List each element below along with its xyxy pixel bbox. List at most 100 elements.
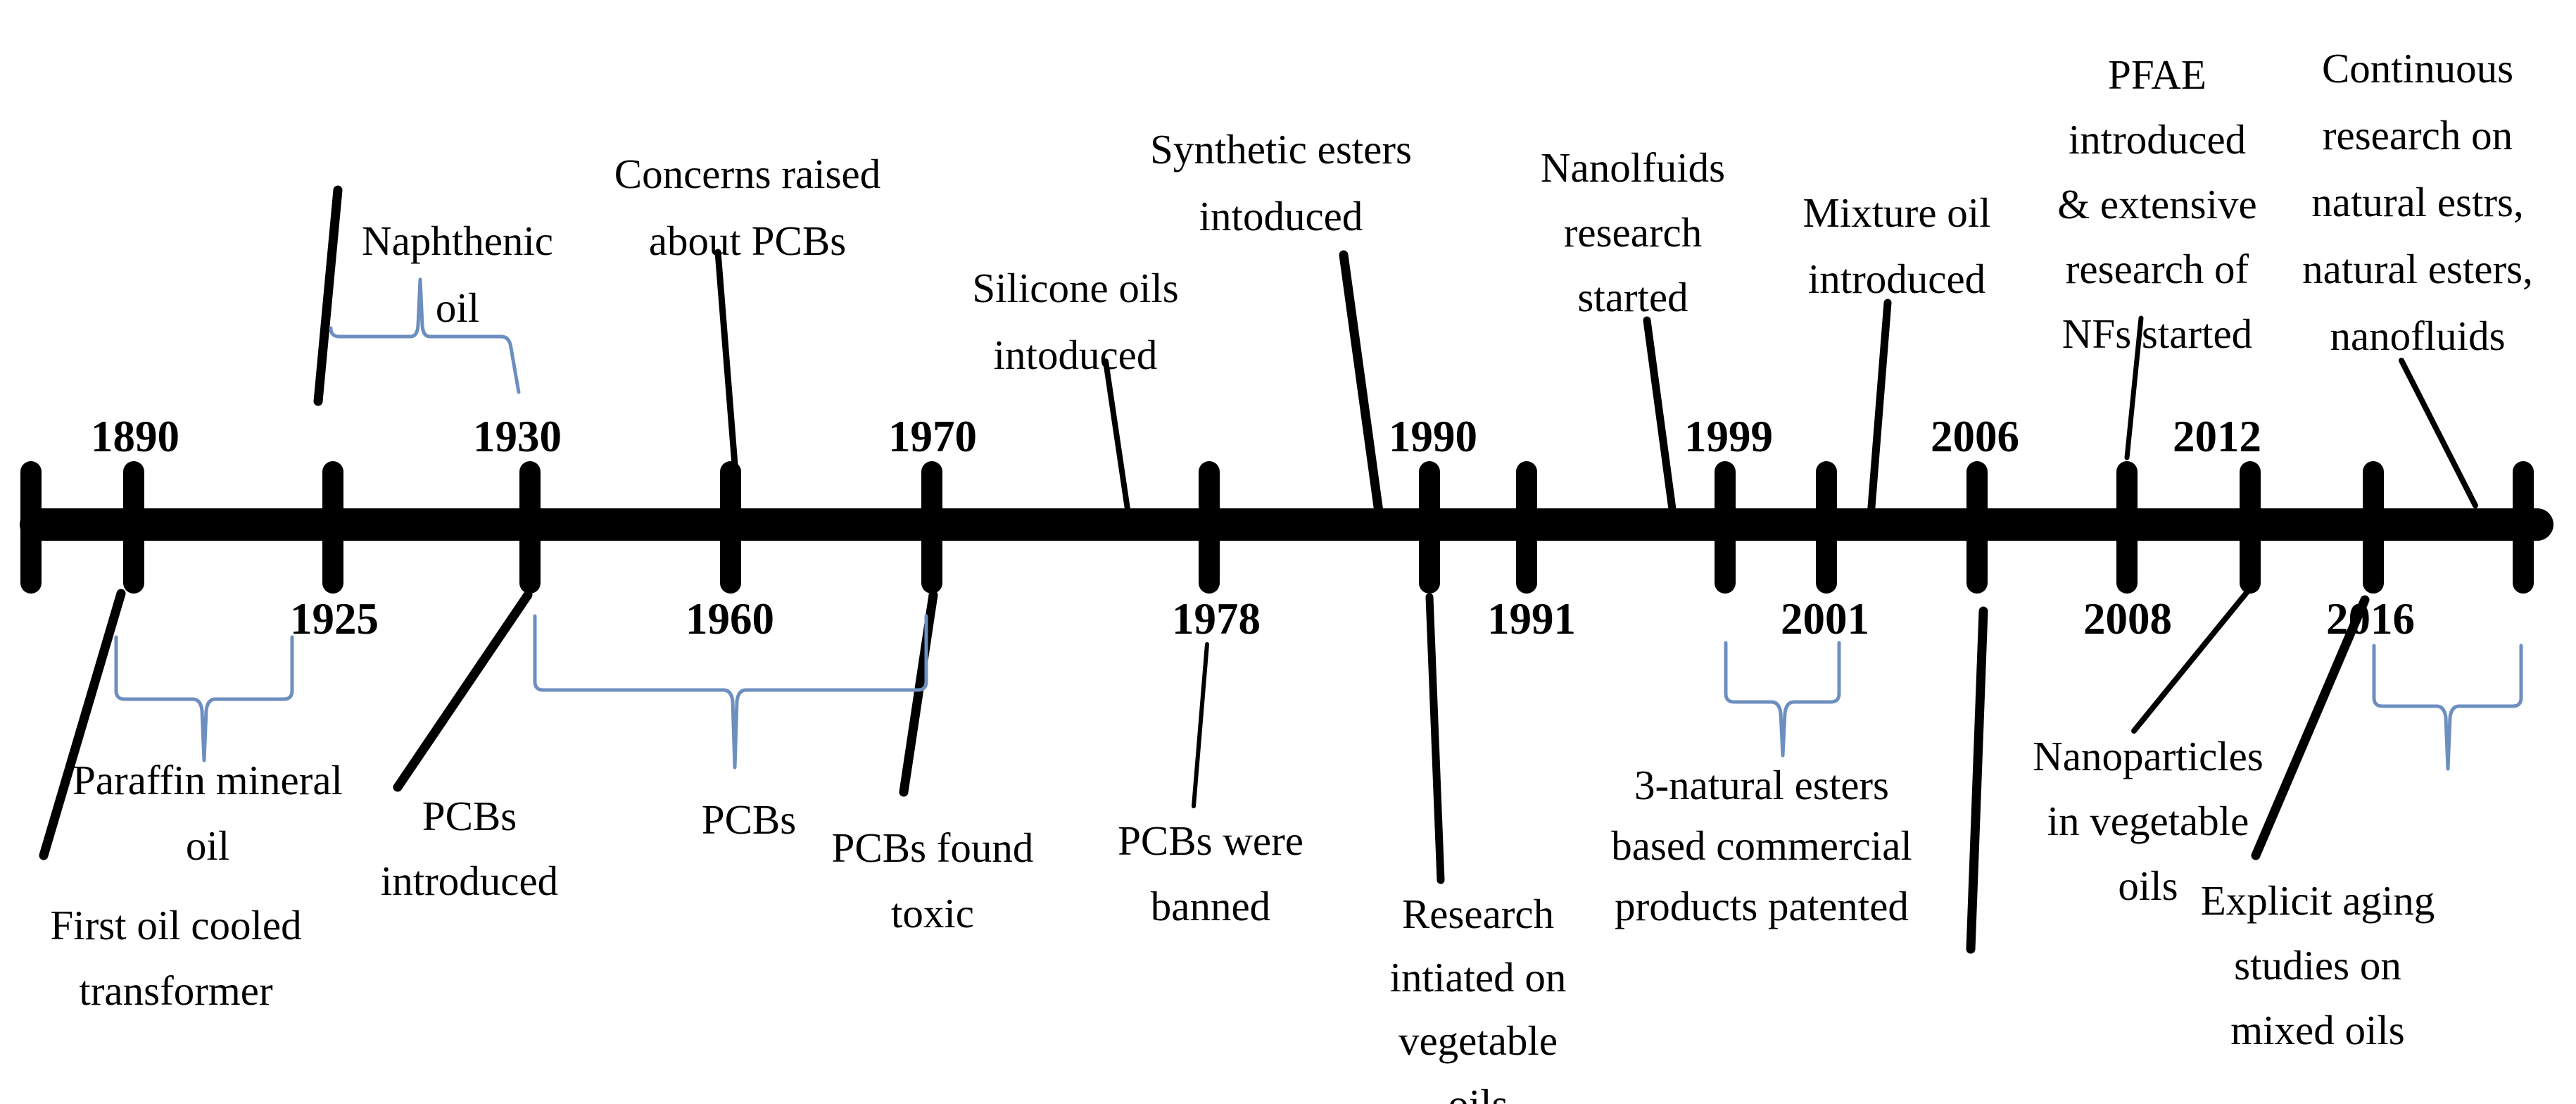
event-label-line: oil — [185, 822, 230, 869]
event-label-line: introduced — [380, 858, 559, 904]
brace-esters — [1724, 641, 1841, 758]
event-label-paraffin-oil: Paraffin mineral oil — [72, 748, 343, 879]
timeline-bar — [20, 508, 2553, 541]
year-label-1930: 1930 — [473, 412, 562, 461]
event-label-line: nanofluids — [2330, 313, 2506, 359]
event-label-pcbs-banned: PCBs were banned — [1118, 808, 1303, 939]
event-label-line: products patented — [1615, 883, 1909, 929]
timeline-tick-1978 — [1199, 461, 1220, 594]
event-label-line: natural estrs, — [2311, 179, 2524, 225]
event-label-line: vegetable — [1398, 1017, 1558, 1064]
event-label-line: Mixture oil — [1802, 189, 1991, 236]
event-label-line: based commercial — [1611, 822, 1912, 869]
connector-pcbs-introduced-line — [393, 590, 533, 792]
event-label-line: natural esters, — [2302, 246, 2533, 292]
timeline-tick-1960 — [720, 461, 741, 594]
event-label-research-vegetable: Research intiated on vegetable oils — [1390, 882, 1567, 1104]
event-label-line: intiated on — [1389, 954, 1567, 1000]
event-label-line: PCBs were — [1118, 817, 1303, 864]
event-label-line: PCBs found — [831, 824, 1034, 871]
connector-naphthenic-line — [313, 185, 343, 406]
year-label-2001: 2001 — [1781, 594, 1869, 644]
connector-first-oil-line — [39, 589, 126, 860]
event-label-line: Silicone oils — [972, 265, 1179, 311]
timeline-tick — [2513, 461, 2534, 594]
connector-pfae-line — [2124, 315, 2144, 460]
year-label-1990: 1990 — [1389, 412, 1477, 461]
event-label-line: research of — [2065, 246, 2249, 292]
event-label-line: Paraffin mineral — [72, 757, 343, 803]
event-label-line: intoduced — [993, 332, 1158, 378]
event-label-line: PFAE — [2108, 51, 2206, 98]
connector-mixture-line — [1865, 299, 1892, 538]
event-label-synthetic-esters: Synthetic esters intoduced — [1150, 116, 1412, 250]
event-label-line: Nanolfuids — [1540, 144, 1726, 191]
brace-naphthenic — [329, 277, 521, 394]
year-label-1960: 1960 — [686, 594, 774, 644]
event-label-line: mixed oils — [2230, 1007, 2405, 1053]
event-label-line: PCBs — [701, 796, 797, 843]
event-label-line: introduced — [1807, 256, 1986, 302]
event-label-line: research — [1563, 209, 1703, 256]
event-label-line: transformer — [79, 967, 273, 1014]
year-label-2008: 2008 — [2083, 594, 2172, 644]
connector-nanofluids-line — [1643, 316, 1677, 513]
event-label-continuous-research: Continuous research on natural estrs, natur… — [2302, 35, 2533, 370]
event-label-silicone-oils: Silicone oils intoduced — [972, 255, 1178, 389]
timeline-tick-2016 — [2363, 461, 2384, 594]
year-label-1970: 1970 — [888, 412, 977, 461]
year-label-1978: 1978 — [1172, 594, 1261, 644]
timeline-tick-2008 — [2116, 461, 2138, 594]
year-label-2006: 2006 — [1931, 412, 2019, 461]
event-label-line: Concerns raised — [614, 151, 881, 197]
event-label-line: oils — [1448, 1081, 1508, 1104]
timeline-tick-1890 — [123, 461, 144, 594]
event-label-line: 3-natural esters — [1634, 762, 1890, 808]
event-label-concerns-pcbs: Concerns raised about PCBs — [614, 141, 880, 275]
year-label-1925: 1925 — [290, 594, 379, 644]
connector-synthetic-line — [1339, 250, 1384, 517]
event-label-pcbs-found-toxic: PCBs found toxic — [832, 815, 1034, 946]
event-label-line: started — [1577, 274, 1688, 320]
brace-2016 — [2372, 644, 2523, 771]
connector-concerns-line — [714, 249, 741, 503]
timeline-tick-1991 — [1516, 461, 1537, 594]
event-label-line: banned — [1150, 883, 1271, 929]
event-label-line: Nanoparticles — [2033, 733, 2264, 779]
event-label-line: Synthetic esters — [1150, 126, 1412, 172]
event-label-natural-esters-patented: 3-natural esters based commercial products… — [1611, 755, 1912, 936]
connector-explicit-line — [2251, 595, 2370, 860]
timeline-tick-2012 — [2240, 461, 2261, 594]
connector-patented-line — [1966, 606, 1988, 954]
year-label-2012: 2012 — [2173, 412, 2261, 461]
timeline-tick-1930 — [519, 461, 541, 594]
timeline-tick-1990 — [1419, 461, 1440, 594]
event-label-line: intoduced — [1199, 193, 1363, 239]
event-label-line: about PCBs — [648, 218, 847, 264]
connector-nanoparticles-line — [2131, 587, 2252, 734]
event-label-mixture-oil: Mixture oil introduced — [1802, 180, 1990, 312]
connector-silicone-line — [1103, 358, 1130, 512]
event-label-line: Continuous — [2321, 45, 2514, 92]
timeline-tick — [20, 461, 42, 594]
connector-pcbs-found-line — [899, 590, 938, 797]
event-label-line: Explicit aging — [2200, 877, 2435, 924]
event-label-line: toxic — [891, 890, 974, 936]
timeline-tick-2006 — [1966, 461, 1988, 594]
event-label-line: PCBs — [422, 793, 517, 839]
year-label-1890: 1890 — [91, 412, 179, 461]
event-label-nanofluids-research: Nanolfuids research started — [1541, 135, 1725, 330]
event-label-line: NFs started — [2062, 310, 2253, 357]
brace-paraffin — [114, 635, 294, 763]
timeline-tick-1925 — [322, 461, 343, 594]
event-label-line: Research — [1401, 891, 1555, 937]
event-label-line: research on — [2322, 112, 2513, 158]
year-label-1991: 1991 — [1487, 594, 1576, 644]
event-label-pcbs-introduced: PCBs introduced — [381, 784, 558, 913]
connector-continuous-line — [2399, 358, 2478, 508]
event-label-line: in vegetable — [2047, 798, 2249, 844]
